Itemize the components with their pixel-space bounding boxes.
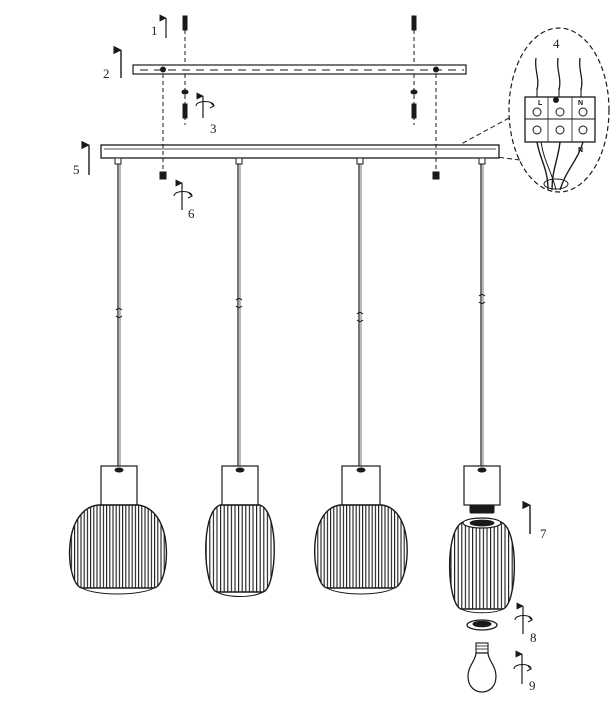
step-3-screws (181, 74, 418, 125)
pendant-3 (314, 164, 408, 595)
step-label-6: 6 (188, 206, 195, 221)
step-label-1: 1 (151, 23, 158, 38)
terminal-label-l: L (538, 100, 543, 107)
step-label-8: 8 (530, 630, 537, 645)
pendant-2 (205, 164, 275, 597)
step-label-3: 3 (210, 121, 217, 136)
terminal-label-n-top: N (578, 100, 583, 107)
step-6-fixing-screws (159, 74, 440, 210)
step-5-canopy-bar (81, 140, 500, 175)
pendant-1 (68, 164, 168, 595)
step-label-2: 2 (103, 66, 110, 81)
terminal-label-n-bottom: N (578, 147, 583, 154)
step-9-bulb (467, 642, 532, 693)
pendant-4-exploded (448, 164, 516, 614)
step-label-9: 9 (529, 678, 536, 693)
step-label-5: 5 (73, 162, 80, 177)
step-1-screws (159, 14, 417, 62)
step-label-4: 4 (553, 36, 560, 51)
step-label-7: 7 (540, 526, 547, 541)
step-2-mounting-rail (113, 45, 467, 78)
step-8-ring (466, 602, 533, 634)
step-4-wiring-detail (449, 27, 610, 193)
